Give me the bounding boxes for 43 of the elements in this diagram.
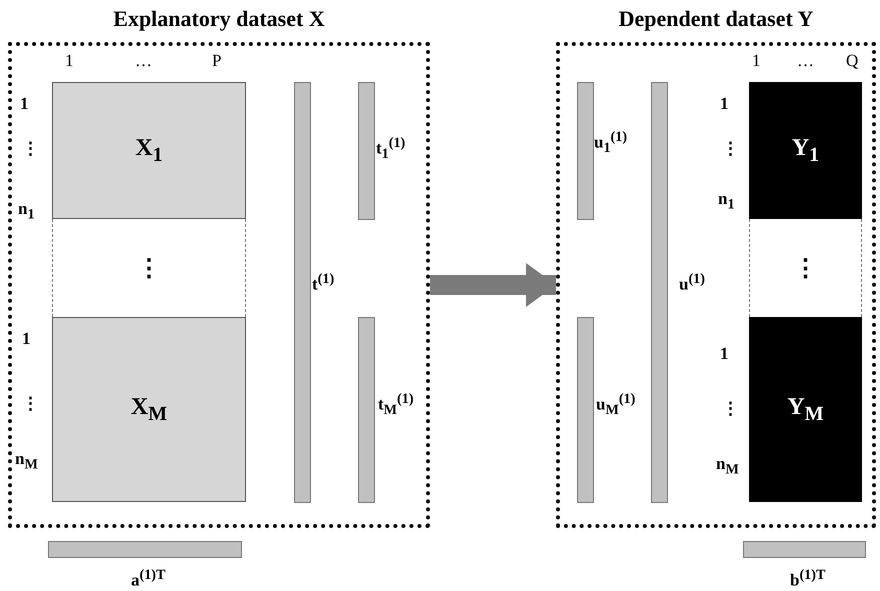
- index-label: ⋮: [22, 140, 39, 157]
- dataset-title: Explanatory dataset X: [112, 6, 326, 32]
- arrow: [430, 263, 556, 307]
- vector-bar: [358, 82, 375, 220]
- ellipsis-label: ⋮: [794, 254, 818, 282]
- vector-label: a$^{(1)T}$: [131, 568, 166, 589]
- index-label: n$_{M}$: [716, 455, 739, 477]
- index-label: n$_{1}$: [718, 190, 735, 212]
- index-label: 1: [720, 345, 728, 362]
- index-label: 1: [752, 52, 760, 69]
- matrix-block: [52, 317, 246, 502]
- dataset-title: Dependent dataset Y: [618, 6, 814, 32]
- matrix-block: [749, 82, 862, 219]
- matrix-label: Y$_{1}$: [792, 134, 820, 166]
- index-label: n$_{M}$: [15, 450, 38, 472]
- vector-bar: [577, 317, 594, 503]
- matrix-block: [52, 82, 246, 219]
- matrix-block: [749, 317, 862, 502]
- index-label: P: [212, 52, 222, 69]
- index-label: ⋮: [722, 140, 739, 157]
- index-label: 1: [720, 95, 728, 112]
- vector-bar: [743, 541, 866, 558]
- vector-bar: [358, 317, 375, 503]
- index-label: …: [797, 52, 814, 69]
- index-label: ⋮: [22, 395, 39, 412]
- index-label: n$_{1}$: [18, 200, 35, 222]
- vector-label: b$^{(1)T}$: [790, 568, 826, 589]
- matrix-label: Y$_{M}$: [787, 394, 824, 426]
- ellipsis-label: ⋮: [137, 254, 161, 282]
- matrix-label: X$_{1}$: [135, 134, 163, 166]
- vector-bar: [294, 82, 311, 503]
- vector-label: t$^{(1)}$: [312, 272, 334, 293]
- vector-bar: [48, 541, 242, 558]
- index-label: …: [135, 52, 152, 69]
- index-label: Q: [846, 52, 858, 69]
- index-label: 1: [20, 95, 28, 112]
- matrix-label: X$_{M}$: [130, 394, 168, 426]
- vector-bar: [651, 82, 668, 503]
- vector-bar: [577, 82, 594, 220]
- index-label: 1: [65, 52, 74, 69]
- index-label: 1: [22, 330, 30, 347]
- index-label: ⋮: [722, 400, 739, 417]
- vector-label: u$^{(1)}$: [679, 272, 705, 293]
